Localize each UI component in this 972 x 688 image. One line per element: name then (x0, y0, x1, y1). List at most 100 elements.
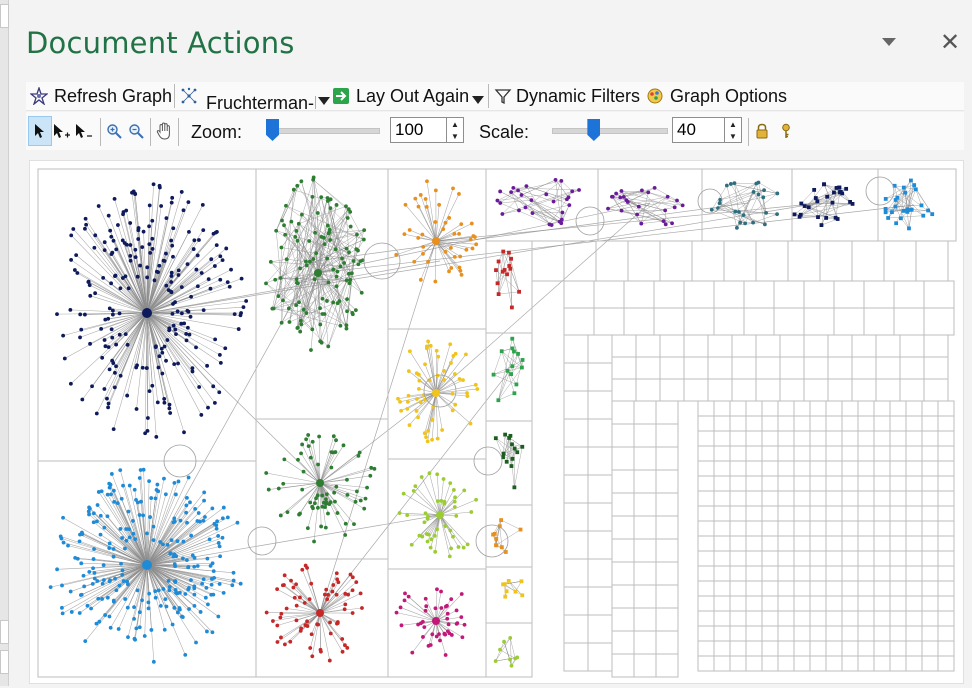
vertex (283, 643, 287, 647)
edge (436, 393, 438, 439)
zoom-input[interactable] (391, 118, 449, 142)
lay-out-again-chevron-icon[interactable] (472, 91, 484, 109)
vertex (264, 471, 268, 475)
group-box (874, 551, 890, 566)
edge (502, 210, 519, 214)
zoom-slider[interactable] (266, 128, 380, 134)
vertex (670, 221, 674, 225)
vertex (413, 197, 417, 201)
scale-slider-thumb[interactable] (587, 119, 600, 141)
group-box (900, 357, 924, 379)
vertex (345, 327, 349, 331)
zoom-slider-thumb[interactable] (266, 119, 279, 141)
vertex (757, 193, 761, 197)
vertex (902, 186, 906, 190)
group-box (564, 363, 588, 391)
vertex (466, 394, 470, 398)
vertex (454, 352, 458, 356)
vertex (399, 606, 403, 610)
pane-options-chevron-icon[interactable] (882, 38, 896, 46)
group-box (762, 401, 778, 416)
group-box (564, 447, 588, 475)
group-box (938, 476, 954, 491)
vertex (297, 513, 301, 517)
vertex (308, 260, 312, 264)
vertex (511, 457, 515, 461)
vertex (91, 582, 95, 586)
select-pointer-icon[interactable] (28, 116, 52, 146)
vertex (520, 193, 524, 197)
scale-down-icon[interactable]: ▼ (724, 130, 741, 142)
zoom-out-icon[interactable] (126, 120, 146, 142)
vertex (507, 264, 511, 268)
vertex (408, 423, 412, 427)
vertex (103, 248, 107, 252)
add-to-selection-icon[interactable] (52, 120, 72, 142)
scale-spinner[interactable]: ▲ ▼ (672, 117, 742, 143)
vertex (112, 547, 116, 551)
layout-combo-value[interactable]: Fruchterman-I (206, 90, 316, 112)
group-box (714, 521, 730, 536)
lock-icon[interactable] (752, 120, 772, 142)
vertex (453, 255, 457, 259)
vertex (354, 247, 358, 251)
vertex (295, 184, 299, 188)
graph-options-button[interactable]: Graph Options (646, 82, 787, 110)
vertex (316, 493, 320, 497)
lay-out-again-button[interactable]: Lay Out Again (332, 82, 469, 110)
vertex (399, 409, 403, 413)
vertex (331, 301, 335, 305)
vertex (520, 579, 524, 583)
vertex (127, 527, 131, 531)
vertex (417, 205, 421, 209)
vertex (176, 539, 180, 543)
vertex (102, 526, 106, 530)
edge (511, 192, 552, 225)
zoom-spinner[interactable]: ▲ ▼ (390, 117, 464, 143)
group-box (762, 476, 778, 491)
vertex (233, 312, 237, 316)
layout-dropdown-chevron-icon[interactable] (318, 92, 330, 110)
vertex (83, 227, 87, 231)
key-icon[interactable] (776, 120, 796, 142)
zoom-up-icon[interactable]: ▲ (446, 118, 463, 130)
vertex (415, 397, 419, 401)
group-box (624, 281, 654, 308)
vertex (442, 369, 446, 373)
group-box (746, 536, 762, 551)
graph-canvas[interactable] (29, 160, 964, 684)
vertex (236, 521, 240, 525)
vertex (305, 619, 309, 623)
vertex (348, 281, 352, 285)
vertex (752, 190, 756, 194)
vertex (355, 233, 359, 237)
vertex (95, 622, 99, 626)
vertex (459, 222, 463, 226)
group-box (794, 521, 810, 536)
vertex (742, 213, 746, 217)
scale-slider[interactable] (552, 128, 668, 134)
refresh-graph-button[interactable]: Refresh Graph (30, 82, 172, 110)
vertex (112, 489, 116, 493)
subtract-from-selection-icon[interactable] (74, 120, 94, 142)
vertex (141, 513, 145, 517)
dynamic-filters-button[interactable]: Dynamic Filters (494, 82, 640, 110)
vertex (503, 595, 507, 599)
vertex (313, 277, 317, 281)
group-box (938, 641, 954, 656)
zoom-down-icon[interactable]: ▼ (446, 130, 463, 142)
vertex (284, 204, 288, 208)
vertex (101, 276, 105, 280)
vertex (193, 593, 197, 597)
vertex (434, 188, 438, 192)
group-box (858, 536, 874, 551)
zoom-in-icon[interactable] (104, 120, 124, 142)
scale-up-icon[interactable]: ▲ (724, 118, 741, 130)
group-box (924, 379, 948, 401)
vertex (424, 597, 428, 601)
close-icon[interactable]: ✕ (940, 28, 960, 56)
pan-hand-icon[interactable] (154, 120, 174, 142)
group-box (762, 446, 778, 461)
vertex (194, 345, 198, 349)
scale-input[interactable] (673, 118, 731, 142)
